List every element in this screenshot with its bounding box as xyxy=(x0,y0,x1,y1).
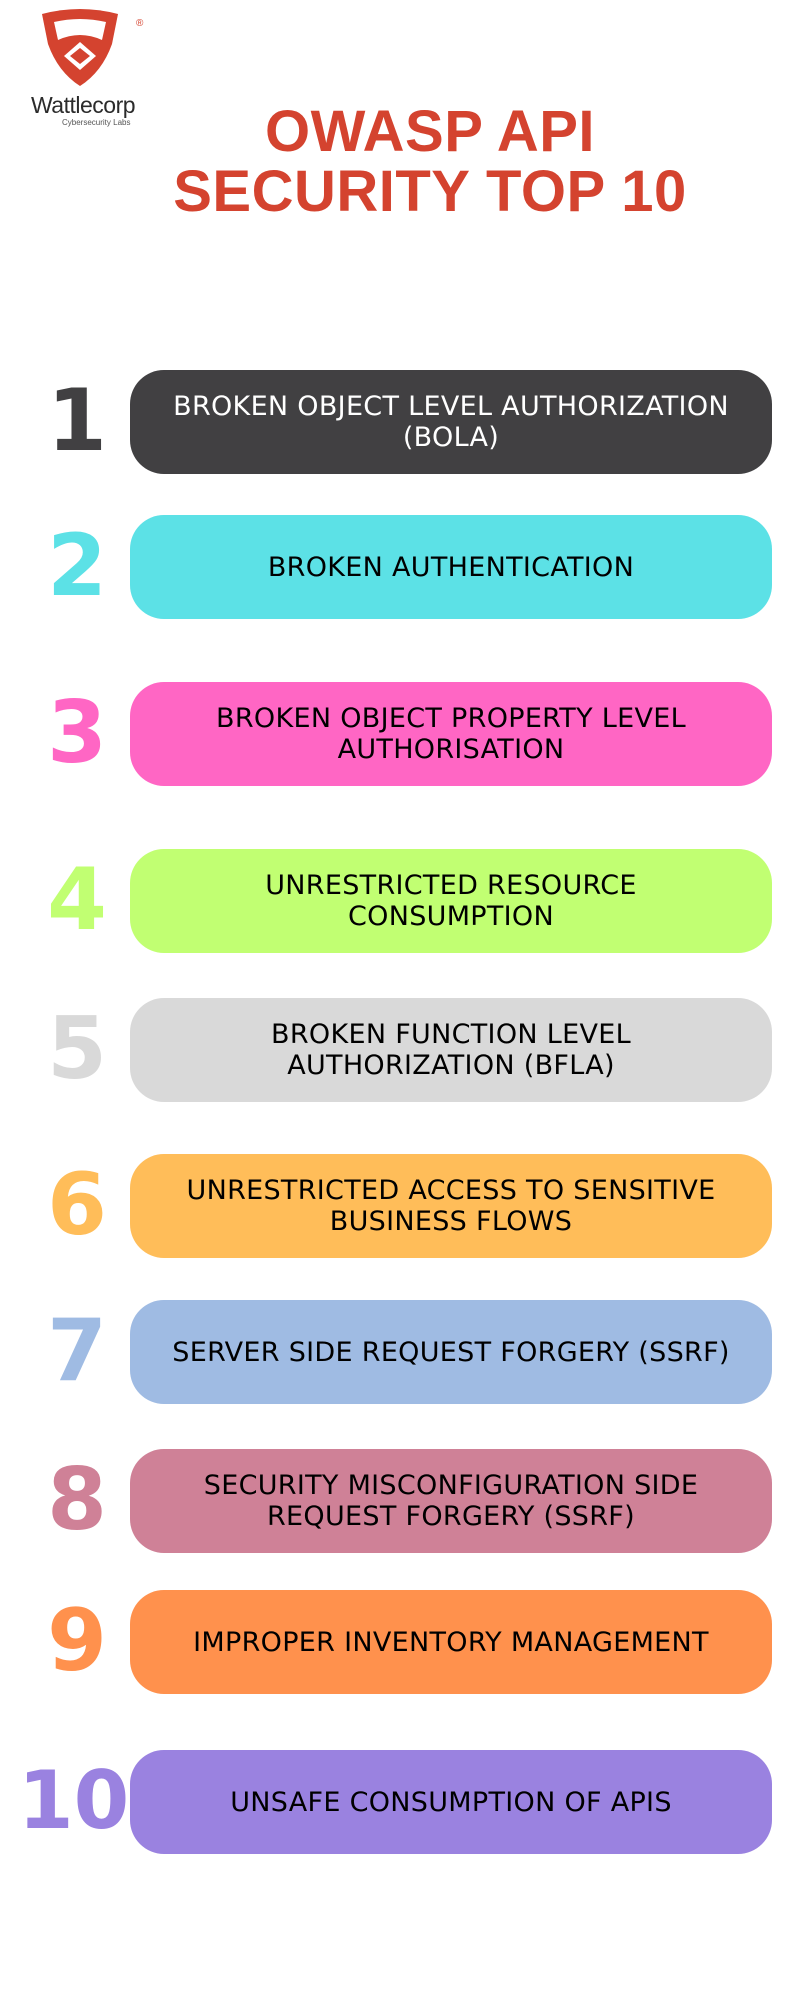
shield-icon xyxy=(42,9,118,86)
item-number: 6 xyxy=(47,1155,107,1255)
item-pill: BROKEN OBJECT PROPERTY LEVEL AUTHORISATI… xyxy=(130,682,772,786)
item-label: UNRESTRICTED ACCESS TO SENSITIVE BUSINES… xyxy=(186,1175,716,1237)
item-pill: IMPROPER INVENTORY MANAGEMENT xyxy=(130,1590,772,1694)
brand-name: Wattlecorp xyxy=(30,92,136,118)
item-pill: BROKEN AUTHENTICATION xyxy=(130,515,772,619)
item-label: SERVER SIDE REQUEST FORGERY (SSRF) xyxy=(172,1336,730,1368)
page-title: OWASP API SECURITY TOP 10 xyxy=(0,102,800,222)
item-label: BROKEN OBJECT LEVEL AUTHORIZATION (BOLA) xyxy=(173,391,729,453)
registered-mark: ® xyxy=(136,18,144,29)
item-number: 3 xyxy=(47,683,107,783)
item-label: SECURITY MISCONFIGURATION SIDE REQUEST F… xyxy=(203,1470,699,1532)
item-pill: SECURITY MISCONFIGURATION SIDE REQUEST F… xyxy=(130,1449,772,1553)
item-pill: BROKEN FUNCTION LEVEL AUTHORIZATION (BFL… xyxy=(130,998,772,1102)
item-label: BROKEN AUTHENTICATION xyxy=(267,551,635,583)
item-number: 9 xyxy=(47,1591,107,1691)
item-pill: BROKEN OBJECT LEVEL AUTHORIZATION (BOLA) xyxy=(130,370,772,474)
title-line-1: OWASP API xyxy=(264,99,595,164)
item-label: UNSAFE CONSUMPTION OF APIS xyxy=(230,1786,672,1818)
item-label: UNRESTRICTED RESOURCE CONSUMPTION xyxy=(265,870,637,932)
item-label: BROKEN OBJECT PROPERTY LEVEL AUTHORISATI… xyxy=(216,703,686,765)
item-number: 5 xyxy=(47,999,107,1099)
item-label: BROKEN FUNCTION LEVEL AUTHORIZATION (BFL… xyxy=(271,1019,631,1081)
brand-tagline: Cybersecurity Labs xyxy=(62,118,131,127)
item-number: 2 xyxy=(47,516,107,616)
item-number: 8 xyxy=(47,1450,107,1550)
item-pill: UNSAFE CONSUMPTION OF APIS xyxy=(130,1750,772,1854)
title-line-2: SECURITY TOP 10 xyxy=(173,159,687,224)
item-number: 7 xyxy=(47,1301,107,1401)
item-pill: UNRESTRICTED ACCESS TO SENSITIVE BUSINES… xyxy=(130,1154,772,1258)
item-number: 4 xyxy=(47,850,107,950)
item-number: 10 xyxy=(18,1754,130,1847)
item-pill: SERVER SIDE REQUEST FORGERY (SSRF) xyxy=(130,1300,772,1404)
item-number: 1 xyxy=(47,371,107,471)
wattlecorp-logo: ® Wattlecorp Cybersecurity Labs xyxy=(18,8,148,127)
item-label: IMPROPER INVENTORY MANAGEMENT xyxy=(193,1626,709,1658)
item-pill: UNRESTRICTED RESOURCE CONSUMPTION xyxy=(130,849,772,953)
